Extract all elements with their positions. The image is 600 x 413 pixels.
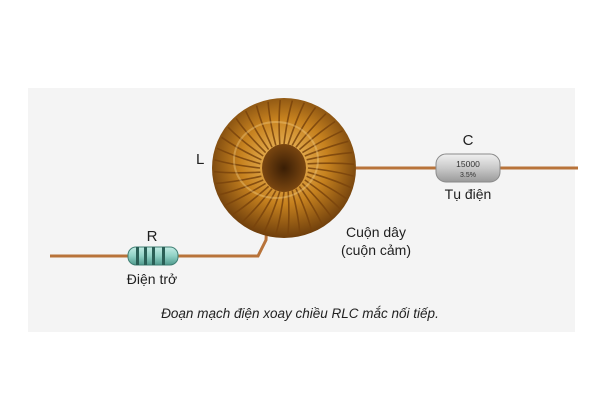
- coil-winding: [221, 136, 262, 161]
- coil-winding: [216, 147, 261, 165]
- coil-winding: [235, 117, 267, 154]
- coil-winding: [307, 162, 354, 166]
- coil-winding: [304, 179, 341, 210]
- diagram-caption: Đoạn mạch điện xoay chiều RLC mắc nối ti…: [161, 306, 439, 321]
- coil-winding: [304, 140, 349, 157]
- capacitor-marking-1: 15000: [456, 159, 480, 169]
- coil-winding: [278, 100, 281, 145]
- coil-winding: [262, 191, 281, 234]
- coil-winding: [274, 191, 285, 236]
- coil-winding: [298, 120, 336, 151]
- coil-winding: [295, 188, 313, 231]
- resistor: [127, 246, 179, 266]
- coil-winding: [214, 159, 261, 169]
- coil-winding: [301, 130, 343, 154]
- capacitor: 15000 3.5%: [435, 153, 501, 183]
- label-coil-line1: Cuộn dây: [346, 224, 406, 240]
- label-resistor-name: Điện trở: [126, 271, 178, 287]
- coil-winding: [251, 190, 277, 230]
- label-C: C: [462, 132, 474, 149]
- coil-winding: [225, 182, 267, 206]
- coil-winding: [291, 190, 301, 235]
- coil-winding: [219, 179, 264, 196]
- coil-winding: [244, 110, 270, 151]
- coil-winding: [295, 113, 327, 148]
- coil-winding: [283, 100, 294, 145]
- inductor-coil: [212, 98, 356, 238]
- coil-winding: [255, 105, 273, 148]
- label-capacitor-name: Tụ điện: [444, 186, 492, 202]
- coil-winding: [232, 185, 270, 216]
- coil-winding: [307, 171, 352, 189]
- coil-winding: [306, 151, 353, 161]
- coil-winding: [214, 170, 261, 174]
- coil-winding: [241, 188, 273, 223]
- label-L: L: [196, 151, 205, 168]
- coil-winding: [291, 106, 317, 146]
- coil-winding: [287, 191, 290, 236]
- coil-winding: [267, 101, 277, 146]
- label-coil-line2: (cuộn cảm): [340, 242, 412, 258]
- coil-winding: [298, 185, 324, 226]
- coil-winding: [215, 175, 262, 185]
- coil-winding: [307, 167, 354, 177]
- label-R: R: [146, 228, 158, 245]
- coil-winding: [301, 182, 333, 219]
- coil-winding: [306, 175, 347, 200]
- coil-winding: [227, 126, 264, 157]
- coil-winding: [287, 102, 306, 145]
- capacitor-marking-2: 3.5%: [460, 172, 476, 179]
